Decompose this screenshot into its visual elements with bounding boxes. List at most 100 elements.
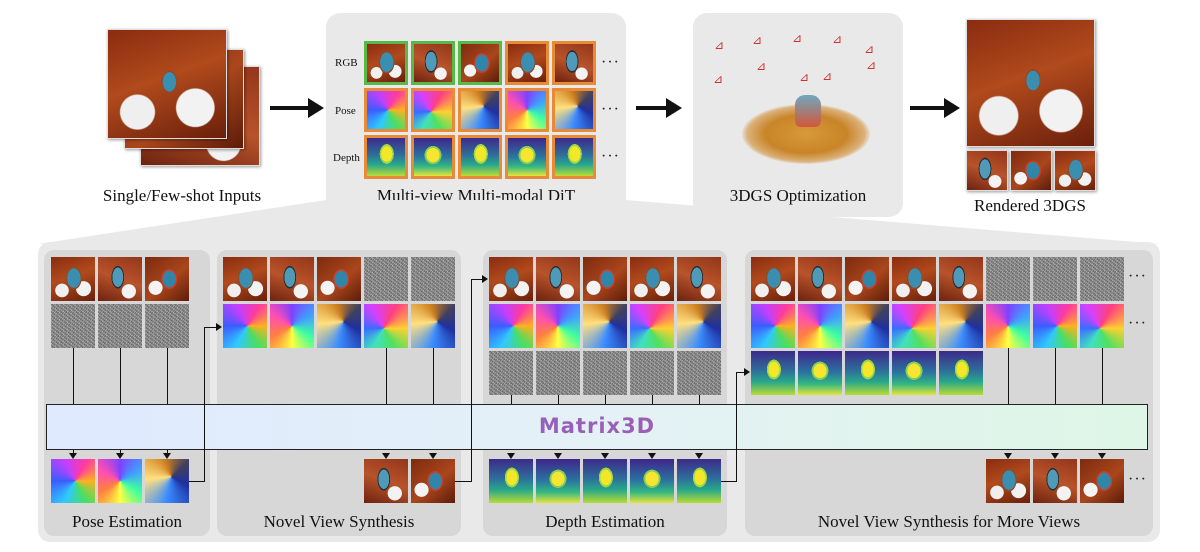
- depth-est-output-tile: [536, 459, 580, 503]
- dit-depth-ellipsis: ···: [601, 148, 620, 165]
- depth-est-pose-tile: [630, 304, 674, 348]
- arrow-3dgs-to-render: [910, 98, 960, 118]
- dit-pose-tile: [411, 88, 455, 132]
- connector-line: [558, 395, 559, 404]
- output-arrow-icon: [695, 453, 703, 459]
- nvs-more-depth-tile: [798, 351, 842, 395]
- row-label-depth: Depth: [333, 152, 360, 164]
- nvs-pose-tile: [223, 304, 267, 348]
- depth-est-rgb-tile: [536, 257, 580, 301]
- dit-pose-tile: [552, 88, 596, 132]
- nvs-more-depth-tile: [845, 351, 889, 395]
- depth-est-noise-tile: [536, 351, 580, 395]
- nvs-pose-tile: [270, 304, 314, 348]
- depth-est-noise-tile: [583, 351, 627, 395]
- dit-pose-ellipsis: ···: [601, 101, 620, 118]
- depth-est-output-tile: [630, 459, 674, 503]
- nvs-more-rgb-tile: [845, 257, 889, 301]
- output-arrow-icon: [1004, 453, 1012, 459]
- camera-frustum-icon: ⊿: [866, 58, 877, 72]
- nvs-more-depth-tile: [751, 351, 795, 395]
- feed-line: [204, 327, 205, 482]
- depth-est-pose-tile: [489, 304, 533, 348]
- depth-est-pose-tile: [536, 304, 580, 348]
- connector-line: [73, 348, 74, 404]
- nvs-more-noise-tile: [986, 257, 1030, 301]
- nvs-more-depth-tile: [939, 351, 983, 395]
- nvs-pose-tile: [317, 304, 361, 348]
- feed-line: [204, 327, 217, 328]
- dit-rgb-tile: [552, 41, 596, 85]
- connector-line: [1055, 348, 1056, 404]
- depth-est-output-tile: [489, 459, 533, 503]
- dit-rgb-tile: [458, 41, 502, 85]
- connector-line: [605, 395, 606, 404]
- camera-frustum-icon: ⊿: [713, 72, 724, 86]
- nvs-more-depth-tile: [892, 351, 936, 395]
- inputs-label: Single/Few-shot Inputs: [102, 186, 262, 205]
- output-line: [167, 450, 168, 454]
- nvs-rgb-tile: [223, 257, 267, 301]
- output-line: [120, 450, 121, 454]
- pose-est-noise-tile: [98, 304, 142, 348]
- nvs-noise-tile: [364, 257, 408, 301]
- nvs-more-pose-tile: [798, 304, 842, 348]
- camera-frustum-icon: ⊿: [799, 70, 810, 84]
- depth-est-output-tile: [583, 459, 627, 503]
- nvs-output-tile: [411, 459, 455, 503]
- rendered-label: Rendered 3DGS: [974, 196, 1086, 215]
- nvs-more-rgb-ellipsis: ···: [1128, 268, 1147, 285]
- dit-depth-tile: [505, 135, 549, 179]
- depth-est-rgb-tile: [677, 257, 721, 301]
- arrow-dit-to-3dgs: [636, 98, 682, 118]
- rendered-thumb: [1054, 150, 1096, 191]
- dit-rgb-tile: [364, 41, 408, 85]
- nvs-more-pose-tile: [751, 304, 795, 348]
- nvs-more-rgb-tile: [939, 257, 983, 301]
- pose-est-rgb-tile: [98, 257, 142, 301]
- nvs-more-pose-tile: [845, 304, 889, 348]
- output-arrow-icon: [1098, 453, 1106, 459]
- camera-frustum-icon: ⊿: [832, 32, 843, 46]
- depth-est-noise-tile: [630, 351, 674, 395]
- pose-est-output-tile: [51, 459, 95, 503]
- connector-line: [652, 395, 653, 404]
- nvs-noise-tile: [411, 257, 455, 301]
- output-arrow-icon: [382, 453, 390, 459]
- depth-est-noise-tile: [677, 351, 721, 395]
- nvs-more-rgb-tile: [892, 257, 936, 301]
- depth-est-rgb-tile: [630, 257, 674, 301]
- dit-depth-tile: [411, 135, 455, 179]
- feed-arrow-icon: [482, 275, 488, 283]
- dit-rgb-tile: [505, 41, 549, 85]
- novel-view-more-label: Novel View Synthesis for More Views: [817, 512, 1081, 531]
- camera-frustum-icon: ⊿: [864, 42, 875, 56]
- nvs-pose-tile: [411, 304, 455, 348]
- nvs-more-noise-tile: [1033, 257, 1077, 301]
- depth-est-noise-tile: [489, 351, 533, 395]
- feed-line: [471, 279, 483, 280]
- matrix3d-title: Matrix3D: [47, 414, 1147, 438]
- dit-depth-tile: [552, 135, 596, 179]
- connector-line: [167, 348, 168, 404]
- camera-frustum-icon: ⊿: [822, 69, 833, 83]
- feed-line: [736, 372, 737, 482]
- dit-pose-tile: [364, 88, 408, 132]
- depth-est-output-tile: [677, 459, 721, 503]
- dit-depth-tile: [364, 135, 408, 179]
- depth-est-pose-tile: [583, 304, 627, 348]
- nvs-more-pose-tile: [986, 304, 1030, 348]
- output-arrow-icon: [1051, 453, 1059, 459]
- nvs-more-output-tile: [986, 459, 1030, 503]
- camera-frustum-icon: ⊿: [752, 33, 763, 47]
- feed-line: [471, 279, 472, 482]
- matrix3d-model-bar: Matrix3D: [46, 404, 1148, 450]
- depth-est-rgb-tile: [489, 257, 533, 301]
- output-arrow-icon: [69, 453, 77, 459]
- connector-line: [386, 348, 387, 404]
- output-arrow-icon: [648, 453, 656, 459]
- backpack-splat: [795, 95, 821, 127]
- feed-arrow-icon: [216, 323, 222, 331]
- output-arrow-icon: [429, 453, 437, 459]
